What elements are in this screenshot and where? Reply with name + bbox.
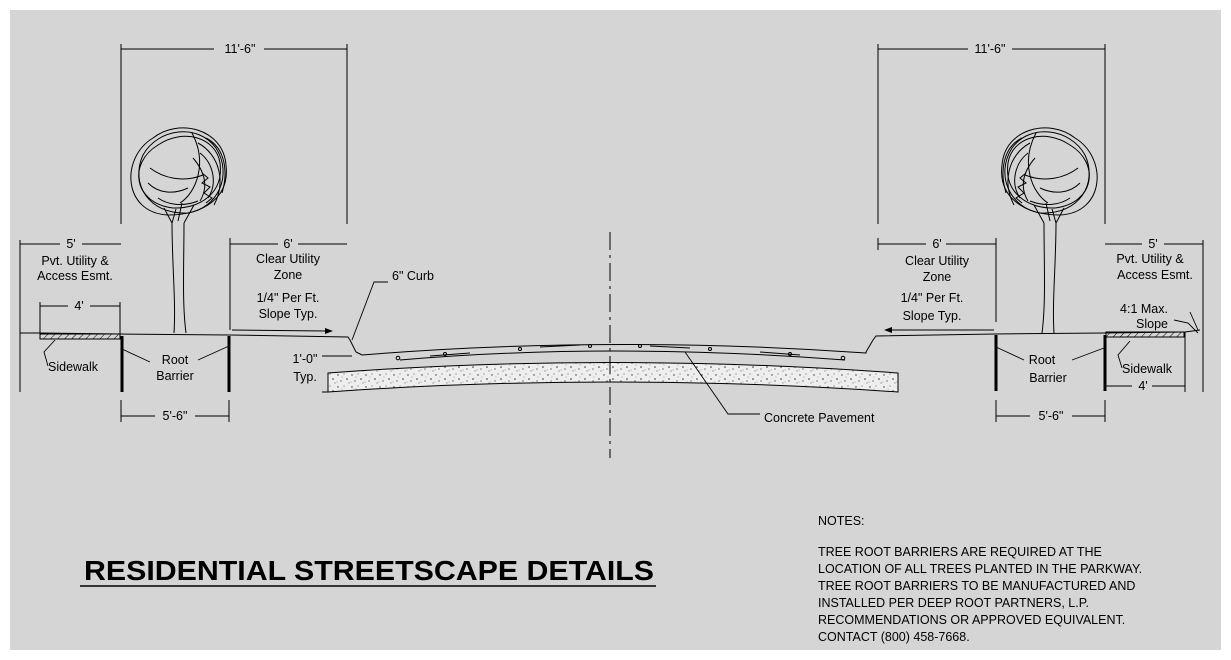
- right-max-slope-2: Slope: [1136, 317, 1168, 331]
- left-barrier-dim-text: 5'-6": [163, 409, 188, 423]
- left-sidewalk-slab: [39, 333, 121, 340]
- right-tree-icon: [1001, 127, 1098, 334]
- right-esmt-label-1: Pvt. Utility &: [1116, 252, 1184, 266]
- pavement-rebar: [399, 350, 846, 361]
- right-esmt-dim-text: 5': [1148, 237, 1157, 251]
- right-max-slope-1: 4:1 Max.: [1120, 302, 1168, 316]
- right-root-label-1: Root: [1029, 353, 1056, 367]
- page-title: RESIDENTIAL STREETSCAPE DETAILS: [84, 555, 654, 586]
- left-sidewalk-dim-text: 4': [74, 299, 83, 313]
- notes-line-3: TREE ROOT BARRIERS TO BE MANUFACTURED AN…: [818, 579, 1135, 593]
- notes-line-5: RECOMMENDATIONS OR APPROVED EQUIVALENT.: [818, 613, 1125, 627]
- right-clear-label-1: Clear Utility: [905, 254, 970, 268]
- pavement-label: Concrete Pavement: [764, 411, 875, 425]
- right-clear-dim-text: 6': [932, 237, 941, 251]
- concrete-base: [327, 362, 899, 393]
- right-root-label-2: Barrier: [1029, 371, 1067, 385]
- right-parkway-dim-text: 11'-6": [975, 42, 1006, 56]
- right-slope-label-1: 1/4" Per Ft.: [901, 291, 964, 305]
- right-sidewalk-dim-text: 4': [1138, 379, 1147, 393]
- left-esmt-label-2: Access Esmt.: [37, 269, 113, 283]
- left-clear-label-1: Clear Utility: [256, 252, 321, 266]
- depth-typ-text: Typ.: [293, 370, 317, 384]
- left-parkway-dimension: [120, 44, 348, 224]
- left-esmt-label-1: Pvt. Utility &: [41, 254, 109, 268]
- notes-line-6: CONTACT (800) 458-7668.: [818, 630, 970, 644]
- notes-line-4: INSTALLED PER DEEP ROOT PARTNERS, L.P.: [818, 596, 1089, 610]
- right-sidewalk-label: Sidewalk: [1122, 362, 1173, 376]
- pavement-top: [355, 343, 867, 356]
- right-sidewalk-slab: [1105, 331, 1185, 338]
- curb-label: 6" Curb: [392, 269, 434, 283]
- right-clear-dimension: [877, 238, 997, 333]
- left-parkway-dim-text: 11'-6": [225, 42, 256, 56]
- right-parkway-dimension: [877, 44, 1106, 224]
- left-root-label-1: Root: [162, 353, 189, 367]
- right-slope-label-2: Slope Typ.: [903, 309, 962, 323]
- left-tree-icon: [130, 127, 227, 334]
- right-barrier-dim-text: 5'-6": [1039, 409, 1064, 423]
- rebar-dots: [395, 344, 846, 361]
- notes-line-2: LOCATION OF ALL TREES PLANTED IN THE PAR…: [818, 562, 1142, 576]
- left-slope-label-1: 1/4" Per Ft.: [257, 291, 320, 305]
- left-esmt-dim-text: 5': [66, 237, 75, 251]
- right-esmt-dimension: [1105, 240, 1204, 392]
- left-root-label-2: Barrier: [156, 369, 194, 383]
- notes-line-1: TREE ROOT BARRIERS ARE REQUIRED AT THE: [818, 545, 1102, 559]
- right-barrier-dimension: [995, 400, 1106, 422]
- notes-heading: NOTES:: [818, 514, 865, 528]
- drawing-sheet: [10, 10, 1221, 650]
- right-clear-label-2: Zone: [923, 270, 952, 284]
- left-clear-dim-text: 6': [283, 237, 292, 251]
- right-esmt-label-2: Access Esmt.: [1117, 268, 1193, 282]
- left-esmt-dimension: [19, 240, 121, 392]
- left-barrier-dimension: [120, 400, 230, 422]
- left-slope-label-2: Slope Typ.: [259, 307, 318, 321]
- left-sidewalk-label: Sidewalk: [48, 360, 99, 374]
- left-clear-label-2: Zone: [274, 268, 303, 282]
- depth-dim-text: 1'-0": [293, 352, 318, 366]
- left-depth-dimension: [322, 355, 352, 393]
- left-clear-dimension: [229, 238, 347, 334]
